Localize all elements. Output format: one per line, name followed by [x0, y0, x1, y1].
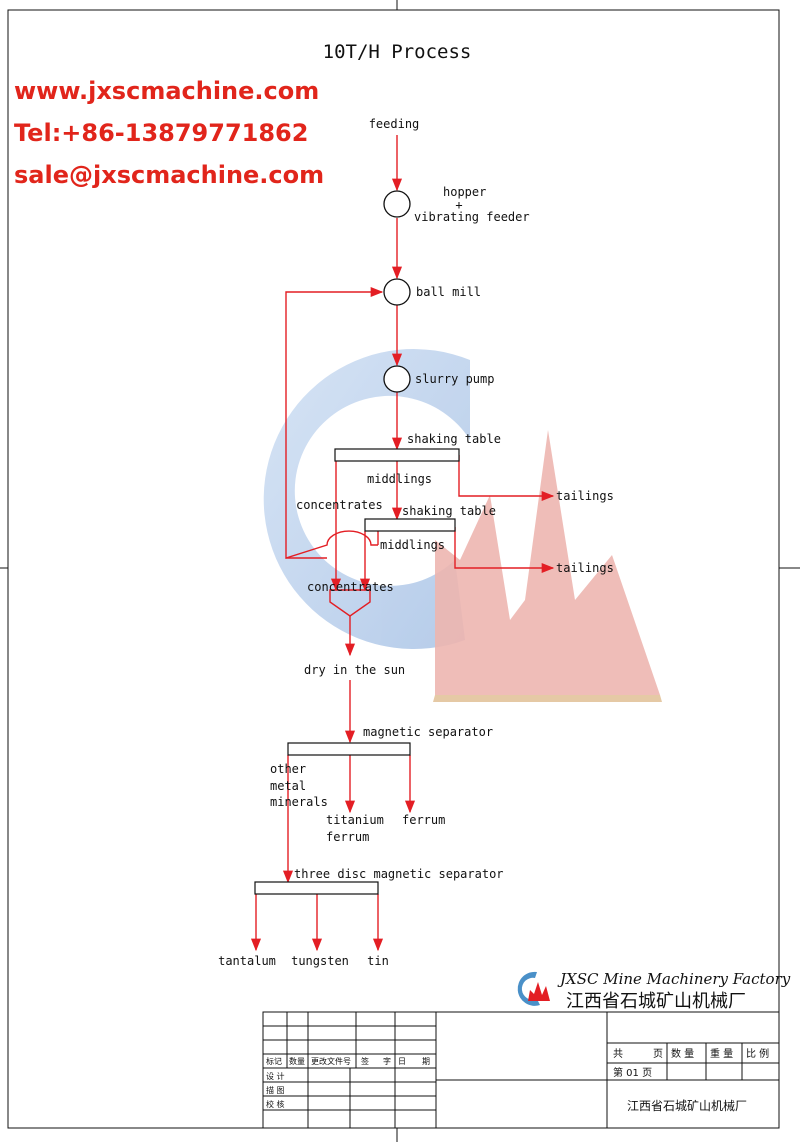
watermark-peaks	[435, 430, 660, 695]
title-block	[262, 1011, 780, 1129]
label-shaking-table-1: shaking table	[407, 432, 501, 446]
contact-tel: Tel:+86-13879771862	[14, 119, 308, 147]
tb-label-scale: 比 例	[746, 1047, 769, 1060]
tb-label-design: 设 计	[266, 1071, 285, 1081]
tb-label-qty: 数量	[289, 1056, 305, 1066]
tb-page-number: 第 01 页	[613, 1066, 652, 1079]
brand-logo	[517, 971, 550, 1006]
label-dry-in-the-sun: dry in the sun	[304, 663, 405, 677]
label-titanium-ferrum: ferrum	[326, 830, 369, 844]
tb-label-day: 日	[398, 1057, 406, 1066]
label-concentrates-2: concentrates	[307, 580, 394, 594]
label-vibrating-feeder: vibrating feeder	[414, 210, 530, 224]
tb-label-check: 校 核	[266, 1099, 285, 1109]
brand-peaks-icon	[528, 982, 550, 1001]
label-ball-mill: ball mill	[416, 285, 481, 299]
label-shaking-table-2: shaking table	[402, 504, 496, 518]
label-tungsten: tungsten	[291, 954, 349, 968]
label-minerals: minerals	[270, 795, 328, 809]
label-tailings-2: tailings	[556, 561, 614, 575]
ball-mill-node	[383, 278, 411, 306]
tb-label-change: 更改文件号	[311, 1056, 351, 1066]
watermark-c-shape	[263, 349, 470, 650]
tb-label-drawing: 描 图	[266, 1085, 285, 1095]
brand-c-icon	[517, 971, 540, 1006]
slurry-pump-node	[383, 365, 411, 393]
three-disc-separator-bar	[254, 881, 379, 895]
magnetic-separator-bar	[287, 742, 411, 756]
contact-email: sale@jxscmachine.com	[14, 161, 324, 189]
title-block-frame	[262, 1011, 780, 1129]
arrow-tailings-1	[458, 455, 555, 502]
label-tailings-1: tailings	[556, 489, 614, 503]
tb-label-mark: 标记	[266, 1056, 282, 1066]
label-metal: metal	[270, 779, 306, 793]
label-concentrates-1: concentrates	[296, 498, 383, 512]
tb-label-date: 期	[422, 1057, 430, 1066]
label-magnetic-separator: magnetic separator	[363, 725, 493, 739]
label-ferrum: ferrum	[402, 813, 445, 827]
shaking-table-1-bar	[334, 448, 460, 462]
label-middlings-2: middlings	[380, 538, 445, 552]
tb-label-quantity: 数 量	[671, 1047, 694, 1060]
tb-label-sign: 签	[361, 1056, 369, 1066]
tb-label-char: 字	[383, 1056, 391, 1066]
tb-label-weight: 重 量	[710, 1047, 733, 1060]
label-tin: tin	[367, 954, 389, 968]
watermark-peaks-base	[433, 695, 662, 702]
label-slurry-pump: slurry pump	[415, 372, 494, 386]
page-title: 10T/H Process	[323, 41, 472, 63]
label-tantalum: tantalum	[218, 954, 276, 968]
label-three-disc: three disc magnetic separator	[294, 867, 504, 881]
concentrate-hopper	[329, 589, 371, 617]
label-plus: +	[455, 198, 462, 212]
tb-label-page: 页	[653, 1048, 663, 1060]
label-feeding: feeding	[369, 117, 420, 131]
label-hopper: hopper	[443, 185, 486, 199]
shaking-table-2-bar	[364, 518, 456, 532]
tb-label-shared: 共	[613, 1048, 623, 1060]
label-titanium: titanium	[326, 813, 384, 827]
watermark-logo	[263, 349, 662, 702]
flow-lines	[250, 135, 555, 952]
brand-name-en: JXSC Mine Machinery Factory	[557, 970, 791, 988]
contact-website: www.jxscmachine.com	[14, 77, 319, 105]
brand-name-cn: 江西省石城矿山机械厂	[566, 991, 746, 1012]
arrow-tailings-2	[454, 527, 555, 574]
tb-factory-name: 江西省石城矿山机械厂	[627, 1098, 747, 1113]
arrow-middlings-return-mill	[285, 286, 384, 559]
label-middlings-1: middlings	[367, 472, 432, 486]
hopper-node	[383, 190, 411, 218]
label-other: other	[270, 762, 306, 776]
